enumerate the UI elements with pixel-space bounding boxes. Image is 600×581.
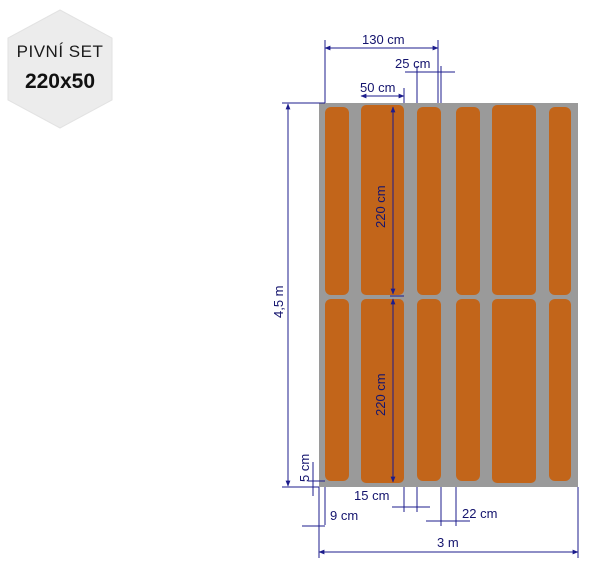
hexagon-badge-shape bbox=[7, 9, 113, 129]
dim-area-width: 3 m bbox=[437, 535, 459, 550]
dimension-lines bbox=[282, 40, 579, 558]
bench-4-upper bbox=[549, 107, 571, 295]
dim-bench-gap: 25 cm bbox=[395, 56, 430, 71]
badge-title: PIVNÍ SET bbox=[16, 42, 104, 61]
dim-table-width: 50 cm bbox=[360, 80, 395, 95]
dim-side-margin: 9 cm bbox=[330, 508, 358, 523]
table-2-upper bbox=[492, 105, 536, 295]
badge-size: 220x50 bbox=[24, 70, 96, 93]
bench-2-upper bbox=[417, 107, 441, 295]
bench-1-lower bbox=[325, 299, 349, 481]
dim-table-height-upper: 220 cm bbox=[373, 185, 388, 228]
product-badge: PIVNÍ SET 220x50 bbox=[0, 0, 130, 130]
table-2-lower bbox=[492, 299, 536, 483]
dim-table-length: 130 cm bbox=[362, 32, 405, 47]
dim-bench-width: 15 cm bbox=[354, 488, 389, 503]
ground-area bbox=[319, 103, 578, 487]
dim-area-length: 4,5 m bbox=[271, 285, 286, 318]
dim-table-height-lower: 220 cm bbox=[373, 373, 388, 416]
bench-4-lower bbox=[549, 299, 571, 481]
bench-1-upper bbox=[325, 107, 349, 295]
bench-2-lower bbox=[417, 299, 441, 481]
dim-end-gap: 5 cm bbox=[297, 454, 312, 482]
bench-3-upper bbox=[456, 107, 480, 295]
dim-row-gap: 22 cm bbox=[462, 506, 497, 521]
bench-3-lower bbox=[456, 299, 480, 481]
